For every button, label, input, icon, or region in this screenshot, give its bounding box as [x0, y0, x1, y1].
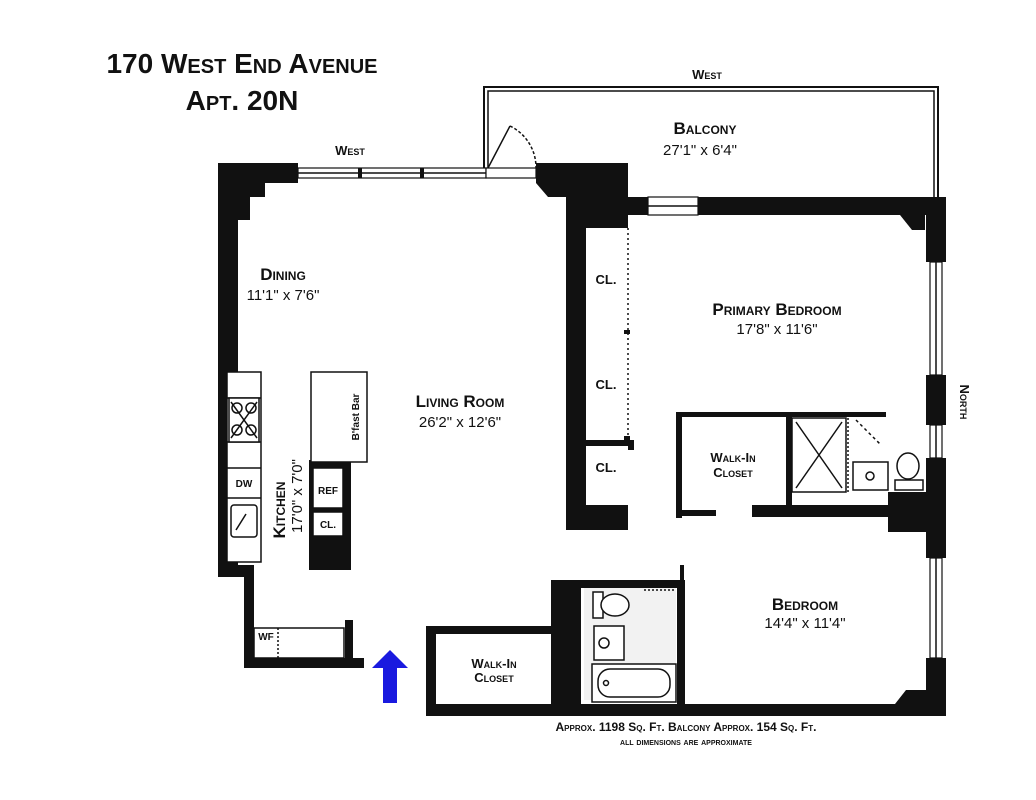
- bathtub-icon: [591, 663, 677, 703]
- refrigerator-label: REF: [318, 486, 338, 497]
- primary-bath: [791, 417, 881, 493]
- toilet-icon: [592, 591, 630, 619]
- bedroom-dimensions: 14'4" x 11'4": [764, 615, 845, 632]
- kitchen-name: Kitchen: [270, 482, 289, 539]
- kitchen-closet: [312, 511, 344, 537]
- kitchen-closet-label: CL.: [320, 520, 336, 531]
- plan-title-unit: Apt. 20N: [186, 85, 299, 116]
- plan-title-address: 170 West End Avenue: [106, 48, 377, 79]
- wf-label: WF: [258, 632, 274, 643]
- dishwasher-label: DW: [236, 479, 253, 490]
- walkin-closet-2-line1: Walk-In: [471, 656, 516, 671]
- label-west-window: West: [335, 143, 365, 158]
- door-swing-icon: [487, 125, 537, 169]
- label-north: North: [957, 385, 972, 420]
- refrigerator: [312, 467, 344, 509]
- closet-label-3: CL.: [596, 460, 617, 475]
- balcony-outline: [483, 86, 939, 200]
- windows: [297, 167, 943, 659]
- walkin-closet-2-line2: Closet: [474, 670, 514, 685]
- closet-dividers: [624, 228, 630, 440]
- closet-label-1: CL.: [596, 272, 617, 287]
- primary-bedroom-name: Primary Bedroom: [712, 300, 841, 319]
- primary-bedroom-dimensions: 17'8" x 11'6": [736, 321, 817, 338]
- walkin-closet-1-line1: Walk-In: [710, 450, 755, 465]
- wf-cabinet: [253, 627, 345, 659]
- kitchen-dimensions: 17'0" x 7'0": [289, 459, 306, 533]
- dining-name: Dining: [260, 265, 306, 284]
- sink-icon: [852, 461, 889, 491]
- bedroom-name: Bedroom: [772, 595, 838, 614]
- entry-arrow-icon: [372, 650, 408, 703]
- closet-label-2: CL.: [596, 377, 617, 392]
- breakfast-bar: [310, 371, 368, 463]
- living-room-name: Living Room: [416, 392, 505, 411]
- dining-dimensions: 11'1" x 7'6": [247, 287, 320, 304]
- range-burner-icon: [228, 397, 260, 443]
- dimensions-disclaimer: all dimensions are approximate: [620, 737, 752, 748]
- breakfast-bar-label: B'fast Bar: [351, 393, 362, 440]
- area-summary: Approx. 1198 Sq. Ft. Balcony Approx. 154…: [556, 720, 817, 734]
- label-west-balcony: West: [692, 67, 722, 82]
- toilet-icon: [894, 452, 924, 491]
- living-room-dimensions: 26'2" x 12'6": [419, 414, 501, 431]
- sink-icon: [593, 625, 625, 661]
- walkin-closet-1-line2: Closet: [713, 465, 753, 480]
- balcony-dimensions: 27'1" x 6'4": [663, 142, 737, 159]
- balcony-name: Balcony: [674, 119, 737, 138]
- sink-icon: [230, 504, 258, 538]
